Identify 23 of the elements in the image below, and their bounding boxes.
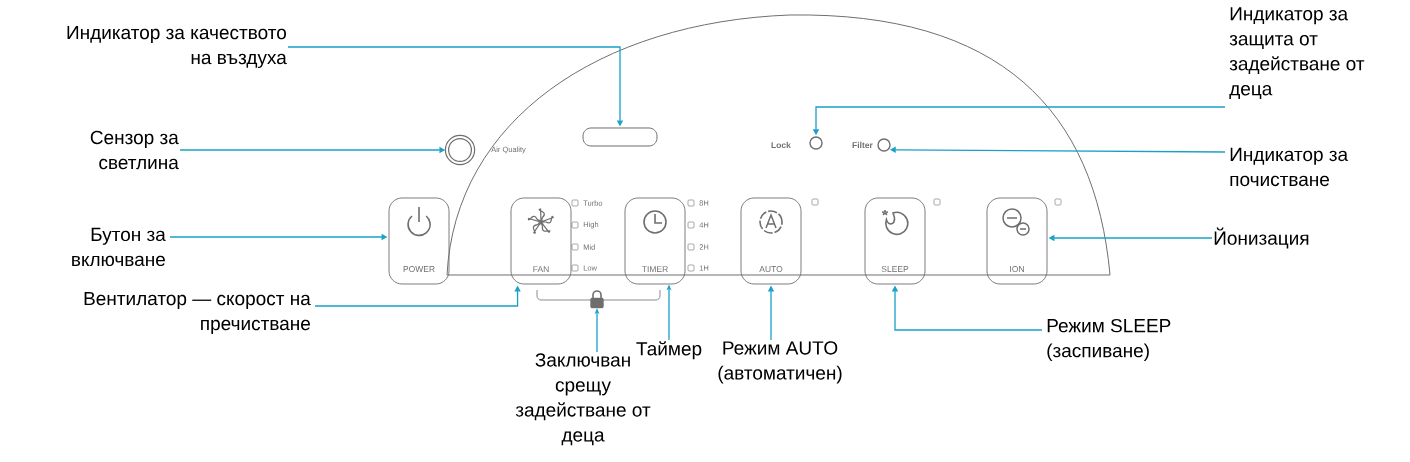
light-sensor	[444, 134, 476, 166]
callout-text: Йонизация	[1214, 227, 1309, 249]
callout-text: Вентилатор — скорост на пречистване	[84, 292, 311, 334]
control-button: TIMER	[624, 197, 686, 285]
indicator-light	[809, 136, 823, 150]
control-button: POWER	[388, 197, 450, 285]
callout-text: Индикатор за качеството на въздуха	[67, 26, 287, 68]
callout-text: Индикатор за защита от задействане от деца	[1229, 7, 1365, 100]
callout-text: Сензор за светлина	[90, 130, 179, 170]
callout-text: Бутон за включване	[72, 227, 166, 267]
indicator-light	[877, 138, 891, 152]
padlock-icon	[590, 290, 604, 309]
control-button: ION	[986, 197, 1048, 285]
control-button: FAN	[510, 197, 572, 285]
indicator-bar	[582, 127, 658, 147]
indicator-label: Filter	[852, 141, 873, 149]
callout-text: Режим SLEEP (заспиване)	[1047, 318, 1171, 362]
callout-text: Режим AUTO (автоматичен)	[718, 341, 842, 384]
control-button: AUTO	[740, 197, 802, 285]
callout-text: Индикатор за почистване	[1230, 147, 1349, 187]
indicator-label: Lock	[771, 141, 791, 149]
callout-text: Таймер	[636, 341, 702, 360]
control-button: SLEEP	[864, 197, 926, 285]
